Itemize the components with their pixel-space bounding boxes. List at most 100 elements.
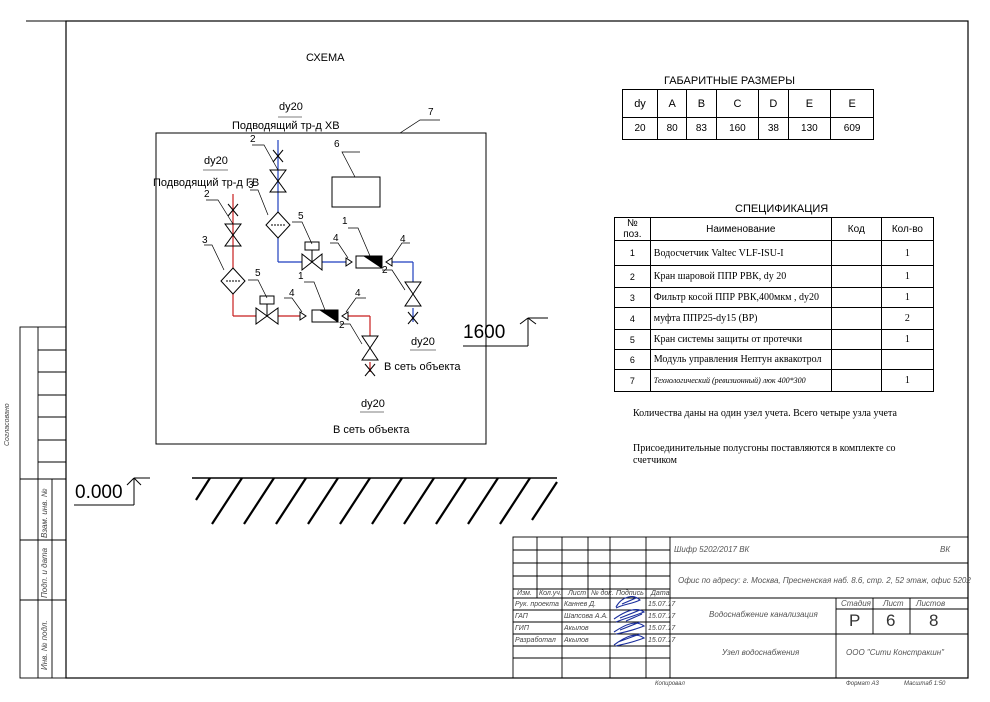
tb-col-doc: № док. <box>591 590 614 597</box>
spec-pos: 6 <box>614 349 651 370</box>
level-1600-value: 1600 <box>463 322 506 343</box>
spec-header-row: № поз. Наименование Код Кол-во <box>614 217 935 241</box>
spec-code <box>830 349 882 370</box>
spec-header-pos: № поз. <box>614 217 651 241</box>
spec-name: Кран системы защиты от протечки <box>649 329 832 350</box>
tb-sheets-value: 8 <box>929 611 939 630</box>
tb-col-list: Лист <box>568 590 587 597</box>
tb-company: ООО "Сити Констракшн" <box>846 648 944 657</box>
tb-date: 15.07.17 <box>648 625 676 632</box>
callout-1-hot: 1 <box>298 271 304 282</box>
cold-outlet-valve <box>404 281 422 325</box>
spec-qty: 1 <box>880 265 935 288</box>
dim-value: 20 <box>622 117 658 140</box>
tb-sheet-value: 6 <box>886 611 896 630</box>
hot-meter-assembly <box>299 309 349 323</box>
callout-4-hot-left: 4 <box>289 288 295 299</box>
dim-header: C <box>715 89 760 118</box>
dim-header: A <box>656 89 688 118</box>
spec-pos: 2 <box>614 265 651 288</box>
callout-4-cold-right: 4 <box>400 234 406 245</box>
dim-header: dy <box>622 89 658 118</box>
cold-meter-assembly <box>345 255 393 269</box>
tb-date: 15.07.17 <box>648 613 676 620</box>
outlet-bottom-size: dy20 <box>361 398 385 410</box>
tb-role: ГАП <box>515 613 528 620</box>
stamp-sign-date: Подп. и дата <box>40 547 49 598</box>
spec-header-qty: Кол-во <box>880 217 935 241</box>
spec-pos: 1 <box>614 240 651 266</box>
table-row: 6 Модуль управления Нептун аквакотрол <box>614 349 935 370</box>
dim-header: E <box>830 89 874 118</box>
callout-1-cold: 1 <box>342 216 348 227</box>
signatures <box>613 596 646 647</box>
dim-value: 80 <box>656 117 688 140</box>
tb-section: Водоснабжение канализация <box>709 610 818 619</box>
left-stamp-column <box>19 326 67 679</box>
schematic-box <box>155 132 487 445</box>
dim-value: 130 <box>787 117 832 140</box>
level-mark-ground <box>74 477 150 506</box>
spec-header-code: Код <box>830 217 882 241</box>
callout-6: 6 <box>334 139 340 150</box>
specification-table: № поз. Наименование Код Кол-во 1 Водосче… <box>614 217 935 392</box>
spec-pos: 5 <box>614 329 651 350</box>
callout-4-cold-left: 4 <box>333 233 339 244</box>
tb-address: Офис по адресу: г. Москва, Пресненская н… <box>678 576 971 585</box>
tb-role: Разработал <box>515 637 556 644</box>
tb-date: 15.07.17 <box>648 601 676 608</box>
tb-stage-label: Стадия <box>841 599 871 608</box>
table-row: 4 муфта ППР25-dy15 (ВР) 2 <box>614 307 935 330</box>
spec-code <box>830 265 882 288</box>
spec-qty: 1 <box>880 369 935 392</box>
spec-pos: 7 <box>614 369 651 392</box>
spec-name: Модуль управления Нептун аквакотрол <box>649 349 832 370</box>
dimensions-header-row: dy A B C D E E <box>622 89 874 118</box>
spec-code <box>830 240 882 266</box>
dim-value: 609 <box>830 117 874 140</box>
spec-qty: 1 <box>880 329 935 350</box>
callout-2-cold-out: 2 <box>382 265 388 276</box>
hot-protection-valve <box>255 295 279 325</box>
outlet-right-size: dy20 <box>411 336 435 348</box>
callout-7: 7 <box>428 107 434 118</box>
tb-code: Шифр 5202/2017 ВК <box>674 545 750 554</box>
hot-filter <box>220 267 246 295</box>
hot-pipe-label: Подводящий тр-д ГВ <box>153 177 260 189</box>
dim-header: D <box>758 89 789 118</box>
spec-pos: 3 <box>614 287 651 308</box>
tb-col-sign: Подпись <box>616 590 644 597</box>
specification-title: СПЕЦИФИКАЦИЯ <box>735 203 829 215</box>
spec-header-name: Наименование <box>649 217 832 241</box>
drawing-title: СХЕМА <box>306 52 345 64</box>
hot-water-line <box>232 194 371 372</box>
table-row: 2 Кран шаровой ППР РВК, dy 20 1 <box>614 265 935 288</box>
callout-3-cold: 3 <box>248 180 254 191</box>
hot-pipe-size: dy20 <box>204 155 228 167</box>
stamp-agreed: Согласовано <box>4 403 11 446</box>
callout-2-hot: 2 <box>204 189 210 200</box>
spec-name: муфта ППР25-dy15 (ВР) <box>649 307 832 330</box>
table-row: 3 Фильтр косой ППР РВК,400мкм , dy20 1 <box>614 287 935 308</box>
callout-5-cold: 5 <box>298 211 304 222</box>
dimensions-table: dy A B C D E E 20 80 83 160 38 130 609 <box>622 89 874 140</box>
spec-code <box>830 329 882 350</box>
spec-code <box>830 287 882 308</box>
callout-3-hot: 3 <box>202 235 208 246</box>
dimensions-value-row: 20 80 83 160 38 130 609 <box>622 117 874 140</box>
note-fittings-line1: Присоединительные полусгоны поставляются… <box>633 443 896 454</box>
title-block-grid <box>512 536 969 679</box>
tb-person: Акылов <box>564 637 589 644</box>
cold-pipe-size: dy20 <box>279 101 303 113</box>
dim-header: E <box>787 89 832 118</box>
spec-code <box>830 369 882 392</box>
dimensions-title: ГАБАРИТНЫЕ РАЗМЕРЫ <box>664 75 795 87</box>
callout-2-cold: 2 <box>250 134 256 145</box>
hot-outlet-valve <box>361 335 379 377</box>
dim-value: 38 <box>758 117 789 140</box>
tb-format: Формат А3 <box>846 681 879 687</box>
spec-pos: 4 <box>614 307 651 330</box>
tb-person: Акылов <box>564 625 589 632</box>
spec-code <box>830 307 882 330</box>
